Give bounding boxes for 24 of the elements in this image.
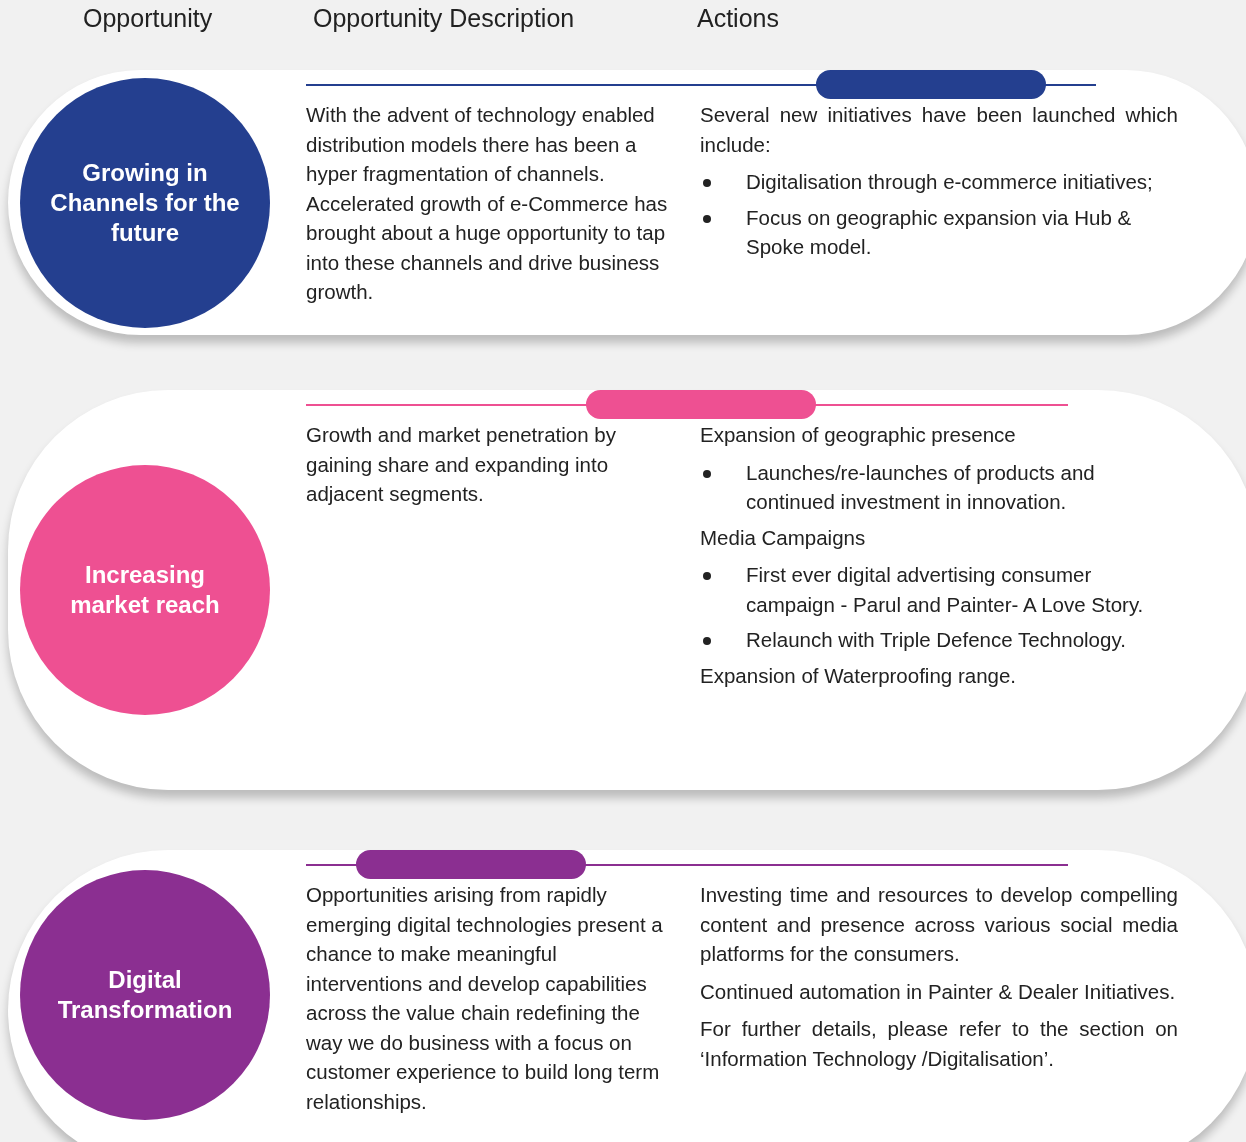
bullet-item: First ever digital advertising consumer campaign - Parul and Painter- A Love Story.: [700, 560, 1178, 619]
opportunity-circle: Increasing market reach: [20, 465, 270, 715]
bullet-item: Launches/re-launches of products and continued investment in innovation.: [700, 457, 1178, 517]
action-text: Investing time and resources to develop compelling content and presence across various social media platforms for the consumers.: [700, 882, 1178, 967]
description-text: Opportunities arising from rapidly emerging digital technologies present a chance to make meaningful interventions and develop capabilities across the value chain redefining the way we do business with a focus on customer experience to build long term relationships.: [306, 882, 664, 1115]
row-card: [8, 70, 1246, 335]
description-text: With the advent of technology enabled distribution models there has been a hyper fragmentation of channels. Accelerated growth of e-Commerce has brought about a huge opportunity to tap into these channels and drive business growth.: [306, 102, 669, 305]
row-card: [8, 850, 1246, 1142]
action-text: Expansion of geographic presence: [700, 422, 1017, 448]
column-header: Opportunity: [83, 4, 213, 33]
bullet-item: Focus on geographic expansion via Hub & Spoke model.: [700, 202, 1178, 262]
description-text: Growth and market penetration by gaining share and expanding into adjacent segments.: [306, 422, 617, 507]
column-header: Opportunity Description: [313, 4, 575, 33]
opportunity-circle: Digital Transformation: [20, 870, 270, 1120]
opportunity-circle: Growing in Channels for the future: [20, 78, 270, 328]
bullet-item: Relaunch with Triple Defence Technology.: [700, 625, 1178, 655]
action-text: For further details, please refer to the section on ‘Information Technology /Digitalisation’.: [700, 1016, 1178, 1072]
action-text: Expansion of Waterproofing range.: [700, 662, 1018, 689]
action-text: Media Campaigns: [700, 524, 867, 551]
column-header: Actions: [697, 4, 779, 33]
bullet-item: Digitalisation through e-commerce initiatives;: [700, 167, 1178, 197]
action-text: Several new initiatives have been launched which include:: [700, 102, 1178, 158]
action-text: Continued automation in Painter & Dealer Initiatives.: [700, 978, 1177, 1005]
row-card: [8, 390, 1246, 790]
